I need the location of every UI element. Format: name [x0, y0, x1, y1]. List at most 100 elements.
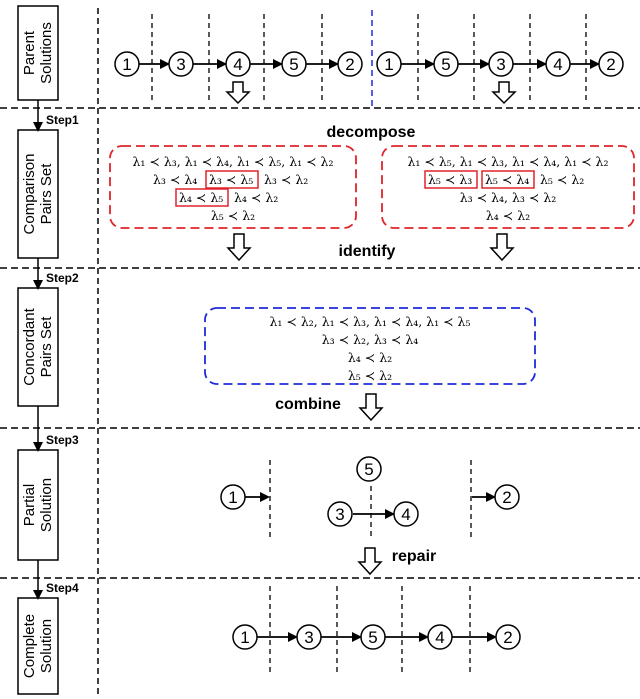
stage-label-line1: Complete: [21, 614, 38, 678]
combine-label: combine: [275, 396, 341, 413]
node-label: 1: [122, 55, 131, 74]
highlight-box: [481, 170, 535, 189]
repair-arrow: [357, 547, 383, 576]
repair-label: repair: [392, 548, 436, 565]
pair-line: λ₄ ≺ λ₂: [486, 208, 530, 223]
node-label: 1: [240, 628, 249, 647]
node-circle: [393, 501, 419, 527]
step4-label: Step4: [46, 581, 79, 595]
step1-label: Step1: [46, 113, 79, 127]
concordant-pairs-box: [204, 307, 536, 385]
decompose-arrow-left: [225, 81, 251, 105]
node-circle: [360, 624, 386, 650]
node-circle: [545, 51, 571, 77]
stage-label-line2: Pairs Set: [38, 163, 55, 225]
stage-label-line1: Parent: [21, 30, 38, 75]
node-label: 3: [176, 55, 185, 74]
node-circle: [296, 624, 322, 650]
pair-item: λ₄ ≺ λ₂: [234, 190, 278, 205]
node-circle: [495, 624, 521, 650]
decompose-arrow-right: [491, 81, 517, 105]
node-circle: [494, 484, 520, 510]
node-circle: [598, 51, 624, 77]
stage-partial-solution: Partial Solution: [17, 449, 59, 561]
pair-item: λ₃ ≺ λ₄: [153, 172, 197, 187]
node-circle: [356, 456, 382, 482]
highlight-box: [175, 188, 229, 207]
node-circle: [225, 51, 251, 77]
stage-label-line2: Solution: [38, 619, 55, 673]
stage-parent-solutions: Parent Solutions: [17, 5, 59, 101]
parent-cut-points: [151, 14, 587, 104]
comparison-pairs-left-box: [109, 145, 357, 229]
pair-line: λ₅ ≺ λ₂: [211, 208, 255, 223]
node-circle: [433, 51, 459, 77]
node-label: 5: [441, 55, 450, 74]
pair-item-highlighted: λ₄ ≺ λ₅: [179, 190, 223, 205]
node-label: 4: [435, 628, 444, 647]
comparison-pairs-right: λ₁ ≺ λ₅, λ₁ ≺ λ₃, λ₁ ≺ λ₄, λ₁ ≺ λ₂ λ₅ ≺ …: [408, 154, 609, 223]
decompose-label: decompose: [327, 124, 416, 141]
stage-label-line2: Pairs Set: [38, 316, 55, 378]
node-label: 2: [606, 55, 615, 74]
pair-line: λ₄ ≺ λ₂: [348, 350, 392, 365]
complete-cut-points: [269, 586, 471, 676]
stage-label-line2: Solution: [38, 478, 55, 532]
pair-item-highlighted: λ₅ ≺ λ₄: [485, 172, 529, 187]
node-label: 4: [401, 505, 410, 524]
stage-complete-solution: Complete Solution: [17, 597, 59, 695]
identify-arrow-left: [226, 233, 252, 262]
node-label: 3: [496, 55, 505, 74]
node-circle: [281, 51, 307, 77]
parent-solution-right: 1 5 3 4 2: [376, 51, 624, 77]
highlight-box: [205, 170, 259, 189]
node-circle: [327, 501, 353, 527]
stage-concordant-pairs-set: Concordant Pairs Set: [17, 287, 59, 407]
stage-label-line1: Concordant: [21, 307, 38, 385]
node-circle: [376, 51, 402, 77]
comparison-pairs-left: λ₁ ≺ λ₃, λ₁ ≺ λ₄, λ₁ ≺ λ₅, λ₁ ≺ λ₂ λ₃ ≺ …: [133, 154, 334, 223]
pair-line: λ₁ ≺ λ₅, λ₁ ≺ λ₃, λ₁ ≺ λ₄, λ₁ ≺ λ₂: [408, 154, 609, 169]
node-label: 4: [553, 55, 562, 74]
pair-line: λ₃ ≺ λ₂, λ₃ ≺ λ₄: [322, 332, 419, 347]
node-label: 1: [384, 55, 393, 74]
stage-label-line1: Partial: [21, 484, 38, 527]
pair-item: λ₅ ≺ λ₂: [540, 172, 584, 187]
pair-item-highlighted: λ₅ ≺ λ₃: [428, 172, 472, 187]
node-label: 2: [345, 55, 354, 74]
identify-arrow-right: [489, 233, 515, 262]
node-label: 1: [228, 488, 237, 507]
node-circle: [337, 51, 363, 77]
node-label: 5: [368, 628, 377, 647]
node-label: 2: [502, 488, 511, 507]
pair-line: λ₅ ≺ λ₂: [348, 368, 392, 383]
node-label: 2: [503, 628, 512, 647]
stage-label-line1: Comparison: [21, 154, 38, 235]
stage-label-line2: Solutions: [38, 22, 55, 84]
node-circle: [168, 51, 194, 77]
pair-line: λ₁ ≺ λ₃, λ₁ ≺ λ₄, λ₁ ≺ λ₅, λ₁ ≺ λ₂: [133, 154, 334, 169]
node-circle: [114, 51, 140, 77]
node-label: 3: [304, 628, 313, 647]
concordant-pairs: λ₁ ≺ λ₂, λ₁ ≺ λ₃, λ₁ ≺ λ₄, λ₁ ≺ λ₅ λ₃ ≺ …: [270, 314, 471, 383]
partial-solution: 1 5 3 4 2: [220, 456, 520, 540]
pair-item: λ₃ ≺ λ₂: [264, 172, 308, 187]
node-circle: [427, 624, 453, 650]
node-circle: [488, 51, 514, 77]
complete-solution: 1 3 5 4 2: [232, 624, 521, 650]
node-circle: [232, 624, 258, 650]
node-label: 3: [335, 505, 344, 524]
stage-comparison-pairs-set: Comparison Pairs Set: [17, 129, 59, 259]
pair-item-highlighted: λ₃ ≺ λ₅: [209, 172, 253, 187]
step2-label: Step2: [46, 271, 79, 285]
pair-line: λ₁ ≺ λ₂, λ₁ ≺ λ₃, λ₁ ≺ λ₄, λ₁ ≺ λ₅: [270, 314, 471, 329]
identify-label: identify: [339, 243, 396, 260]
node-label: 5: [364, 460, 373, 479]
highlight-box: [424, 170, 478, 189]
node-label: 4: [233, 55, 242, 74]
combine-arrow: [358, 393, 384, 422]
pair-line: λ₃ ≺ λ₄, λ₃ ≺ λ₂: [460, 190, 557, 205]
step3-label: Step3: [46, 433, 79, 447]
